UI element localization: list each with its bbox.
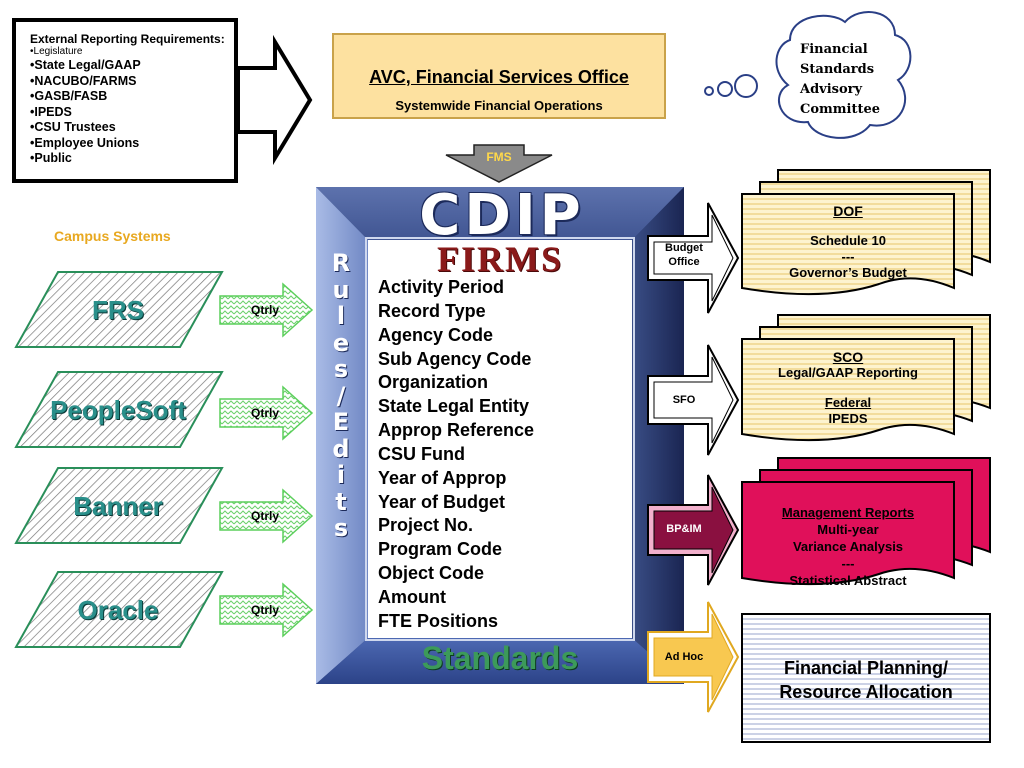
arrow-label-adhoc: Ad Hoc [664, 651, 704, 663]
firms-field: Object Code [378, 563, 485, 584]
fpra-text: Financial Planning/ Resource Allocation [742, 656, 990, 704]
mgmt-line: Statistical Abstract [789, 573, 907, 588]
arrow-label-budget-office: Budget Office [654, 241, 714, 269]
campus-shapes [14, 271, 224, 648]
dof-line: Governor’s Budget [789, 265, 907, 280]
firms-field: Agency Code [378, 324, 494, 345]
qtrly-arrows [219, 282, 314, 638]
external-requirement-item: •Legislature [30, 46, 83, 57]
rules-edits-char: R [331, 249, 351, 277]
committee-line: Financial [800, 42, 868, 57]
rules-edits-char: s [333, 514, 349, 542]
campus-systems-label: Campus Systems [54, 228, 171, 244]
sco-line: Legal/GAAP Reporting [778, 365, 918, 380]
dof-line: Schedule 10 [810, 233, 886, 248]
fpra-line: Resource Allocation [779, 682, 953, 702]
external-to-avc-arrow [236, 34, 313, 166]
committee-line: Advisory [800, 82, 863, 97]
rules-edits-char: s [333, 355, 349, 383]
external-requirement-item: •State Legal/GAAP [30, 58, 141, 72]
avc-box: AVC, Financial Services Office Systemwid… [332, 33, 666, 119]
dof-title: DOF [833, 203, 863, 219]
firms-field: Sub Agency Code [378, 348, 532, 369]
arrow-label-sfo: SFO [672, 394, 696, 406]
avc-title: AVC, Financial Services Office [369, 67, 629, 87]
rules-edits-char: i [336, 461, 346, 489]
mgmt-document-stack [741, 457, 991, 586]
committee-line: Standards [800, 62, 875, 77]
firms-field: Project No. [378, 515, 474, 536]
rules-edits-char: e [332, 328, 350, 357]
arrow-label-line: Budget [665, 242, 703, 254]
system-banner: Banner [73, 491, 163, 521]
sco-text: SCO Legal/GAAP Reporting Federal IPEDS [742, 349, 954, 427]
firms-field: Program Code [378, 539, 503, 560]
committee-line: Committee [800, 102, 881, 117]
external-requirement-item: •IPEDS [30, 104, 72, 119]
rules-edits-char: t [335, 487, 347, 516]
firms-field: FTE Positions [378, 610, 499, 631]
fms-arrow [445, 144, 553, 183]
standards-label: Standards [421, 640, 579, 676]
rules-edits-char: l [336, 302, 346, 330]
external-reporting-title: External Reporting Requirements: [30, 32, 225, 46]
external-requirement-item: •GASB/FASB [30, 89, 108, 103]
fpra-box [741, 613, 991, 743]
system-oracle: Oracle [77, 595, 159, 625]
qtrly-label-oracle: Qtrly [250, 603, 279, 617]
external-reporting-box: External Reporting Requirements: •Legisl… [12, 18, 238, 183]
firms-field: Year of Approp [378, 467, 507, 488]
mgmt-title: Management Reports [781, 505, 915, 520]
rules-edits-char: E [332, 408, 350, 436]
qtrly-label-frs: Qtrly [250, 303, 279, 317]
output-arrows [647, 202, 740, 713]
fpra-line: Financial Planning/ [783, 658, 949, 678]
avc-subtitle: Systemwide Financial Operations [395, 98, 603, 113]
qtrly-label-peoplesoft: Qtrly [250, 406, 279, 420]
firms-field: Record Type [378, 300, 486, 321]
mgmt-line: --- [841, 556, 855, 571]
mgmt-text: Management Reports Multi-year Variance A… [742, 504, 954, 589]
firms-field: Organization [378, 372, 489, 393]
firms-panel [368, 240, 632, 638]
arrow-label-bpim: BP&IM [666, 523, 702, 535]
committee-cloud [704, 11, 912, 139]
external-requirement-item: •Employee Unions [30, 135, 140, 150]
firms-field: State Legal Entity [378, 396, 530, 417]
arrow-label-line: Office [668, 256, 700, 268]
firms-field: Year of Budget [378, 491, 506, 512]
rules-edits-char: d [332, 434, 350, 463]
firms-title: FIRMS [437, 239, 563, 279]
external-requirement-item: •CSU Trustees [30, 120, 116, 134]
firms-field: CSU Fund [378, 443, 465, 464]
sco-document-stack [741, 314, 991, 442]
sco-line: Federal [824, 395, 872, 410]
rules-edits-char: / [336, 381, 346, 410]
system-frs: FRS [92, 295, 144, 325]
external-requirement-item: •NACUBO/FARMS [30, 73, 137, 88]
cdip-title: CDIP [419, 183, 585, 248]
external-reporting-list: •Legislature•State Legal/GAAP•NACUBO/FAR… [30, 46, 234, 167]
mgmt-line: Multi-year [817, 522, 879, 537]
system-peoplesoft: PeopleSoft [50, 395, 186, 425]
fms-label: FMS [486, 150, 512, 164]
external-requirement-item: •Public [30, 151, 72, 165]
mgmt-line: Variance Analysis [792, 539, 904, 554]
dof-line: --- [841, 249, 855, 264]
dof-document-stack [741, 169, 991, 296]
sco-title: SCO [832, 349, 864, 365]
sco-line: IPEDS [828, 411, 868, 426]
firms-field: Activity Period [378, 277, 505, 297]
firms-field: Amount [378, 586, 446, 607]
rules-edits-char: u [332, 275, 350, 304]
committee-label: Financial Standards Advisory Committee [800, 40, 880, 120]
dof-text: DOF Schedule 10 --- Governor’s Budget [742, 203, 954, 281]
qtrly-label-banner: Qtrly [250, 509, 279, 523]
firms-field: Approp Reference [378, 420, 535, 441]
